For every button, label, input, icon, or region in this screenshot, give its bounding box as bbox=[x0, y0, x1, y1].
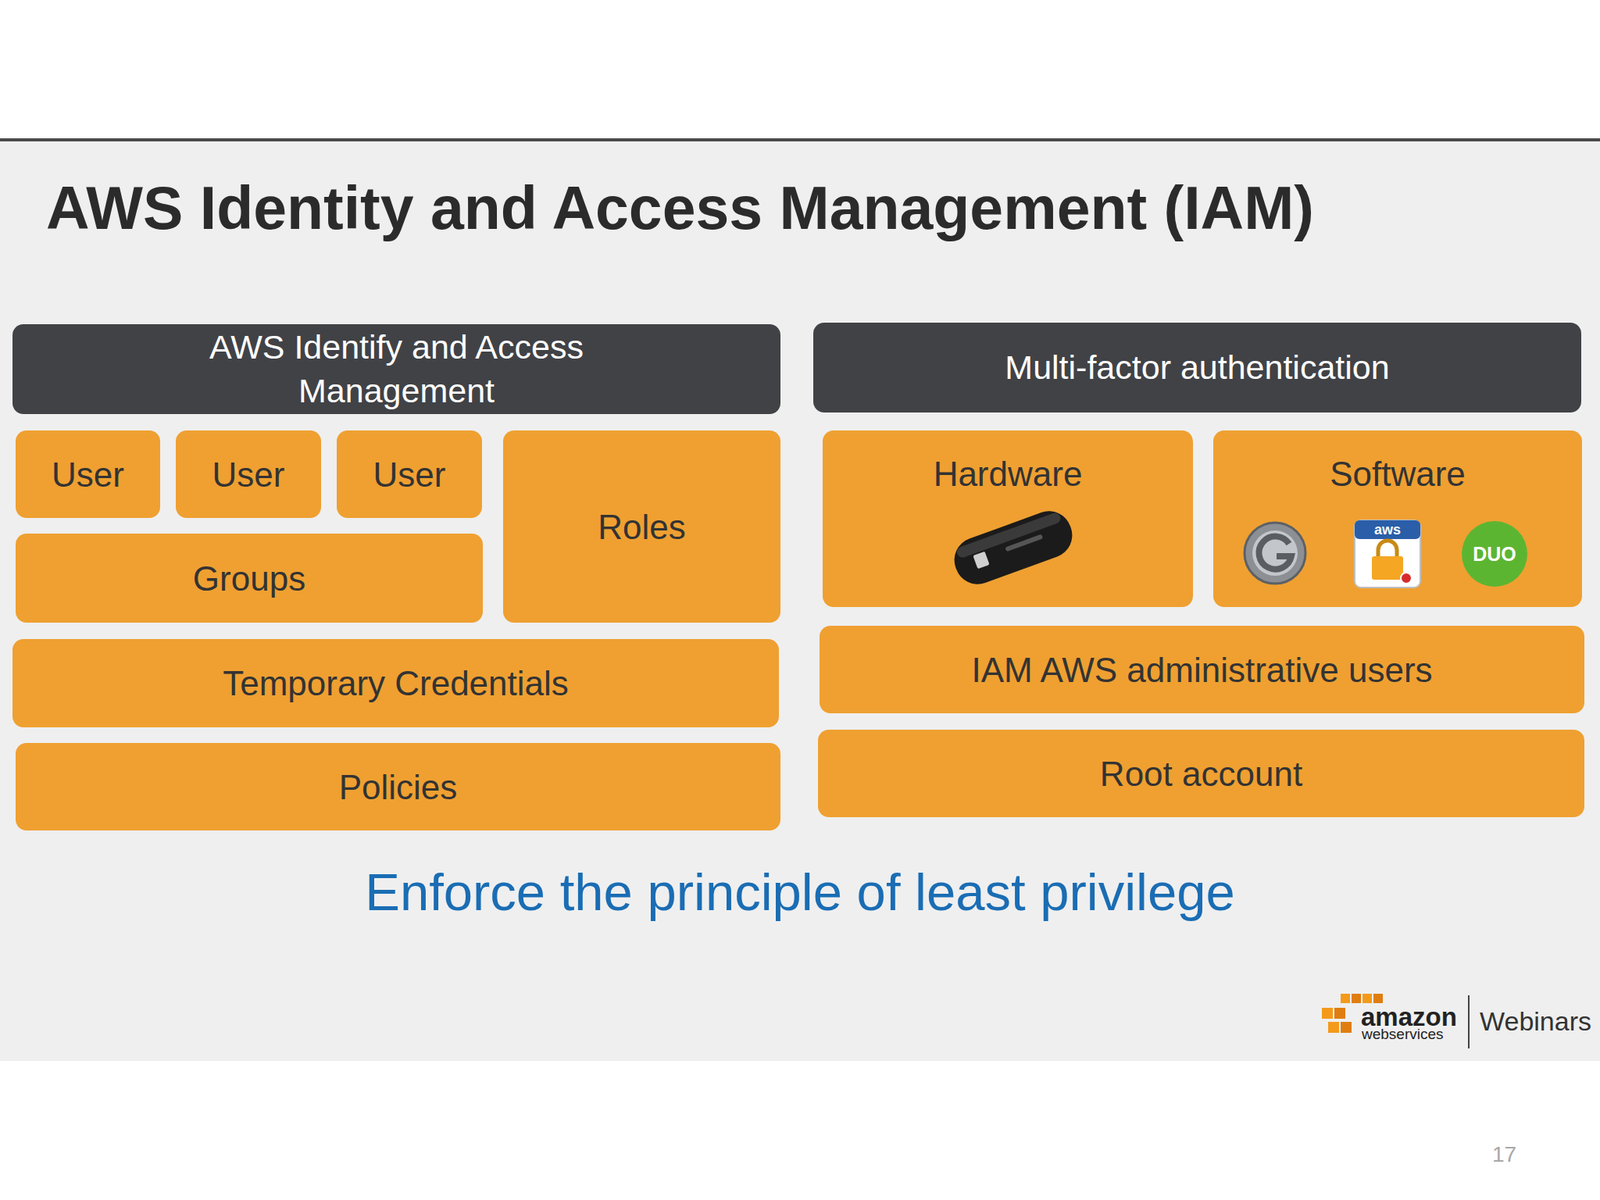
text-wrap: Policies bbox=[339, 765, 458, 809]
text-wrap: Software bbox=[1329, 452, 1466, 496]
logo-separator bbox=[1467, 995, 1470, 1049]
hardware-box: Hardware bbox=[822, 430, 1193, 608]
node-label: User bbox=[373, 453, 447, 497]
node-label: IAM AWS administrative users bbox=[971, 648, 1433, 692]
text-wrap: User bbox=[212, 453, 286, 497]
policies-box: Policies bbox=[15, 742, 781, 831]
user-box: User bbox=[336, 430, 483, 518]
logo-text: webservices bbox=[1361, 1026, 1444, 1042]
iam-header: AWS Identify and Access Management bbox=[12, 324, 781, 415]
credentials-box: Temporary Credentials bbox=[12, 639, 779, 728]
node-label: Software bbox=[1329, 452, 1466, 496]
node-label: Hardware bbox=[933, 452, 1083, 496]
node-label: Multi-factor authentication bbox=[1004, 346, 1390, 390]
caption: Enforce the principle of least privilege bbox=[0, 865, 1600, 918]
text-wrap: Groups bbox=[192, 557, 306, 600]
logo-text: Webinars bbox=[1479, 1007, 1592, 1035]
node-label: Temporary Credentials bbox=[222, 661, 569, 705]
text-wrap: Temporary Credentials bbox=[222, 661, 569, 705]
mfa-header: Multi-factor authentication bbox=[813, 322, 1582, 413]
slide-title: AWS Identity and Access Management (IAM) bbox=[46, 178, 1315, 239]
page-number: 17 bbox=[1492, 1143, 1517, 1166]
roles-box: Roles bbox=[503, 430, 781, 623]
text-wrap: Hardware bbox=[933, 452, 1083, 496]
header-rule bbox=[0, 138, 1600, 142]
text-wrap: AWS Identify and Access Management bbox=[209, 325, 585, 412]
node-label: AWS Identify and Access Management bbox=[209, 325, 585, 412]
node-label: Policies bbox=[339, 765, 458, 809]
admin-users-box: IAM AWS administrative users bbox=[819, 625, 1585, 714]
icon-text: aws bbox=[1374, 522, 1401, 537]
node-label: Roles bbox=[597, 505, 686, 549]
text-wrap: User bbox=[373, 453, 447, 497]
text-wrap: IAM AWS administrative users bbox=[971, 648, 1433, 692]
user-box: User bbox=[15, 430, 161, 518]
node-label: Root account bbox=[1100, 752, 1303, 796]
text-wrap: Multi-factor authentication bbox=[1004, 346, 1390, 390]
text-wrap: Root account bbox=[1100, 752, 1303, 796]
user-box: User bbox=[175, 430, 322, 518]
node-label: Groups bbox=[192, 557, 306, 600]
node-label: User bbox=[212, 453, 286, 497]
software-box: Software bbox=[1213, 430, 1583, 608]
icon-text: DUO bbox=[1472, 544, 1517, 565]
root-account-box: Root account bbox=[817, 729, 1585, 818]
text-wrap: Roles bbox=[597, 505, 686, 549]
text-wrap: User bbox=[51, 453, 125, 497]
node-label: User bbox=[51, 453, 125, 497]
groups-box: Groups bbox=[15, 533, 483, 623]
